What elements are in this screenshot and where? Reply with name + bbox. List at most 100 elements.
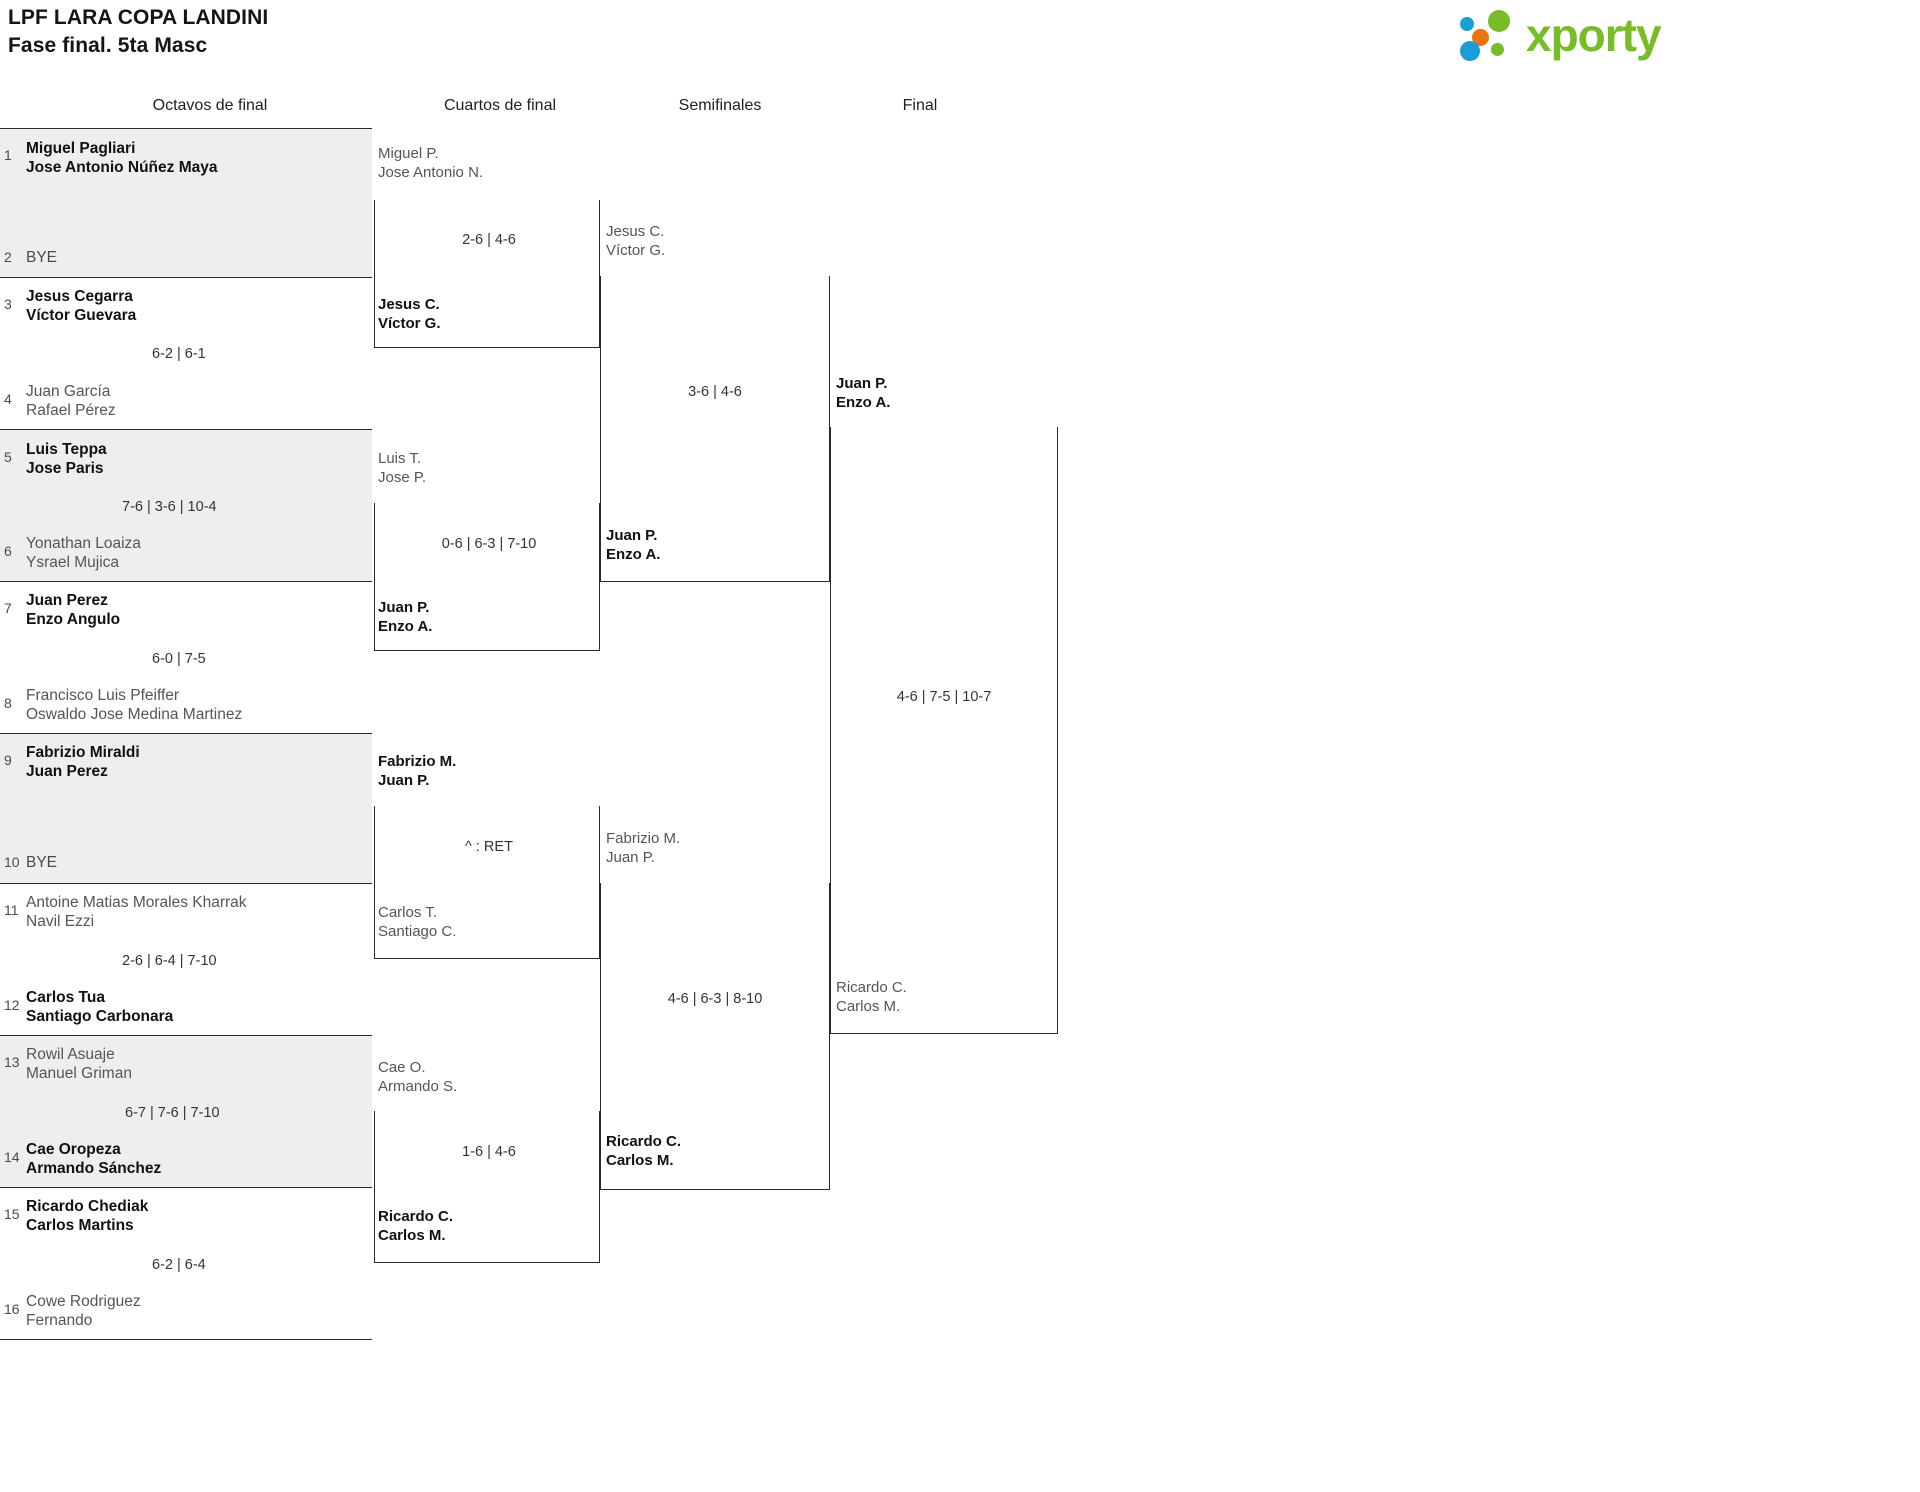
player-name: Luis T. xyxy=(378,450,422,467)
r16-match-block[interactable]: 7 Juan Perez Enzo Angulo 8 Francisco Lui… xyxy=(0,582,372,734)
player-name: Antoine Matias Morales Kharrak xyxy=(26,894,247,911)
match-score: 3-6 | 4-6 xyxy=(688,384,742,400)
match-score: 4-6 | 6-3 | 8-10 xyxy=(667,991,763,1007)
player-name: Carlos Martins xyxy=(26,1217,134,1234)
match-score: 1-6 | 4-6 xyxy=(462,1144,516,1160)
player-name: Jesus C. xyxy=(606,223,665,240)
seed-number: 4 xyxy=(4,391,12,407)
r16-match-block[interactable]: 9 Fabrizio Miraldi Juan Perez 10 BYE xyxy=(0,734,372,884)
player-name: Miguel Pagliari xyxy=(26,140,136,157)
seed-number: 3 xyxy=(4,296,12,312)
seed-number: 8 xyxy=(4,695,12,711)
seed-number: 7 xyxy=(4,600,12,616)
player-name: Enzo A. xyxy=(606,546,661,563)
player-name: Juan P. xyxy=(378,599,430,616)
player-name: Jose P. xyxy=(378,469,427,486)
xporty-logo[interactable]: xporty xyxy=(1460,6,1900,68)
player-name: Víctor G. xyxy=(606,242,666,259)
match-score: ^ : RET xyxy=(465,839,513,855)
qf-connector-box xyxy=(374,200,600,348)
player-name: Carlos M. xyxy=(378,1227,446,1244)
seed-number: 9 xyxy=(4,752,12,768)
round-header-final: Final xyxy=(902,97,938,114)
player-name: Juan P. xyxy=(836,375,888,392)
player-name: Armando S. xyxy=(378,1078,458,1095)
sf-connector-box xyxy=(600,276,830,582)
player-name: Oswaldo Jose Medina Martinez xyxy=(26,706,243,723)
player-name: BYE xyxy=(26,249,58,266)
player-name: Santiago Carbonara xyxy=(26,1008,174,1025)
seed-number: 12 xyxy=(4,997,20,1013)
player-name: Fernando xyxy=(26,1312,93,1329)
player-name: Víctor Guevara xyxy=(26,307,137,324)
player-name: Fabrizio M. xyxy=(606,830,681,847)
player-name: Yonathan Loaiza xyxy=(26,535,141,552)
tournament-phase: Fase final. 5ta Masc xyxy=(8,34,208,57)
player-name: Rowil Asuaje xyxy=(26,1046,115,1063)
player-name: Víctor G. xyxy=(378,315,441,332)
player-name: Manuel Griman xyxy=(26,1065,132,1082)
player-name: Ricardo C. xyxy=(836,979,907,996)
final-connector-box xyxy=(830,427,1058,1034)
match-score: 4-6 | 7-5 | 10-7 xyxy=(896,689,992,705)
seed-number: 14 xyxy=(4,1149,20,1165)
player-name: Enzo A. xyxy=(836,394,891,411)
round-header-octavos: Octavos de final xyxy=(152,97,268,114)
qf-connector-box xyxy=(374,1111,600,1263)
match-score: 2-6 | 4-6 xyxy=(462,232,516,248)
player-name: Juan P. xyxy=(378,772,430,789)
player-name: Carlos Tua xyxy=(26,989,105,1006)
r16-match-block[interactable]: 1 Miguel Pagliari Jose Antonio Núñez May… xyxy=(0,128,372,278)
player-name: Cae O. xyxy=(378,1059,426,1076)
player-name: Ricardo Chediak xyxy=(26,1198,149,1215)
r16-match-block[interactable]: 5 Luis Teppa Jose Paris 6 Yonathan Loaiz… xyxy=(0,430,372,582)
player-name: Ricardo C. xyxy=(378,1208,454,1225)
seed-number: 13 xyxy=(4,1054,20,1070)
seed-number: 5 xyxy=(4,449,12,465)
player-name: Miguel P. xyxy=(378,145,439,162)
player-name: Fabrizio M. xyxy=(378,753,457,770)
match-score: 6-7 | 7-6 | 7-10 xyxy=(125,1105,220,1121)
r16-match-block[interactable]: 3 Jesus Cegarra Víctor Guevara 4 Juan Ga… xyxy=(0,278,372,430)
match-score: 7-6 | 3-6 | 10-4 xyxy=(122,499,217,515)
logo-wordmark: xporty xyxy=(1526,9,1662,61)
player-name: Carlos M. xyxy=(606,1152,674,1169)
qf-connector-box xyxy=(374,806,600,959)
round-header-semifinales: Semifinales xyxy=(678,97,762,114)
player-name: Jose Antonio N. xyxy=(378,164,484,181)
match-score: 6-0 | 7-5 xyxy=(152,651,206,667)
player-name: Jose Paris xyxy=(26,460,104,477)
player-name: Ysrael Mujica xyxy=(26,554,120,571)
player-name: Juan P. xyxy=(606,527,658,544)
r16-match-block[interactable]: 11 Antoine Matias Morales Kharrak Navil … xyxy=(0,884,372,1036)
player-name: Jose Antonio Núñez Maya xyxy=(26,159,218,176)
player-name: Carlos T. xyxy=(378,904,437,921)
player-name: Cae Oropeza xyxy=(26,1141,121,1158)
match-score: 6-2 | 6-4 xyxy=(152,1257,206,1273)
player-name: Juan García xyxy=(26,383,111,400)
round-header-cuartos: Cuartos de final xyxy=(443,97,557,114)
player-name: Carlos M. xyxy=(836,998,901,1015)
seed-number: 10 xyxy=(4,854,20,870)
r16-match-block[interactable]: 13 Rowil Asuaje Manuel Griman 14 Cae Oro… xyxy=(0,1036,372,1188)
page-title: LPF LARA COPA LANDINI Fase final. 5ta Ma… xyxy=(8,4,268,60)
player-name: Cowe Rodriguez xyxy=(26,1293,141,1310)
tournament-name: LPF LARA COPA LANDINI xyxy=(8,6,269,29)
sf-connector-box xyxy=(600,883,830,1190)
seed-number: 16 xyxy=(4,1301,20,1317)
player-name: Rafael Pérez xyxy=(26,402,116,419)
player-name: Juan Perez xyxy=(26,592,108,609)
player-name: Jesus Cegarra xyxy=(26,288,133,305)
qf-connector-box xyxy=(374,503,600,651)
match-score: 2-6 | 6-4 | 7-10 xyxy=(122,953,217,969)
player-name: Enzo Angulo xyxy=(26,611,121,628)
r16-match-block[interactable]: 15 Ricardo Chediak Carlos Martins 16 Cow… xyxy=(0,1188,372,1340)
match-score: 0-6 | 6-3 | 7-10 xyxy=(441,536,537,552)
player-name: Luis Teppa xyxy=(26,441,107,458)
match-score: 6-2 | 6-1 xyxy=(152,346,206,362)
player-name: Navil Ezzi xyxy=(26,913,95,930)
player-name: Jesus C. xyxy=(378,296,440,313)
player-name: Enzo A. xyxy=(378,618,433,635)
seed-number: 15 xyxy=(4,1206,20,1222)
seed-number: 6 xyxy=(4,543,12,559)
